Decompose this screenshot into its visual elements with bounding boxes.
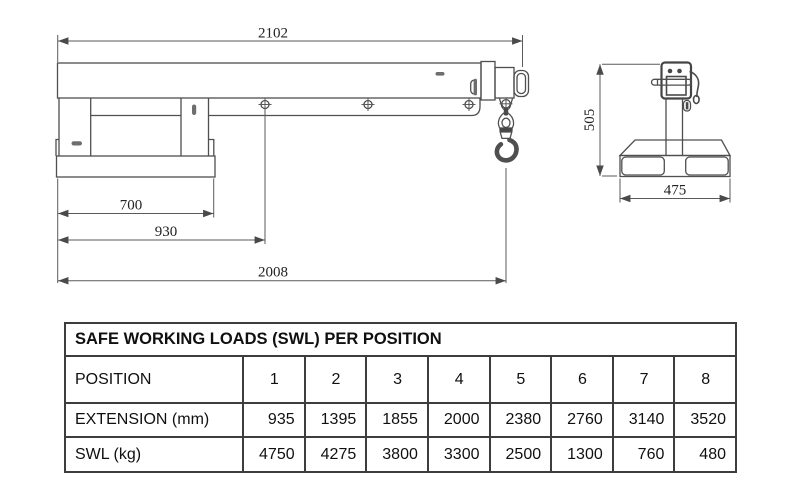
dim-label-2008: 2008 xyxy=(258,265,288,281)
table-row-extension: EXTENSION (mm) 935 1395 1855 2000 2380 2… xyxy=(64,402,737,438)
dim-label-2102: 2102 xyxy=(258,26,288,42)
safety-clip xyxy=(682,99,692,112)
fork-mount-frame xyxy=(55,98,216,178)
row-label: EXTENSION (mm) xyxy=(64,402,244,438)
dimension-overall-length: 2102 xyxy=(57,26,523,67)
position-cell: 6 xyxy=(550,355,614,404)
swl-cell: 3300 xyxy=(426,436,491,473)
position-hole xyxy=(258,98,272,111)
table-title-row: SAFE WORKING LOADS (SWL) PER POSITION xyxy=(64,322,737,357)
extension-cell: 1395 xyxy=(303,402,368,438)
position-cell: 3 xyxy=(365,355,429,404)
table-row-position: POSITION 1 2 3 4 5 6 7 8 xyxy=(64,355,737,404)
position-cell: 8 xyxy=(673,355,737,404)
position-cell: 1 xyxy=(242,355,306,404)
boom-body xyxy=(56,62,482,99)
release-lever xyxy=(689,70,700,98)
extension-cell: 935 xyxy=(242,402,306,438)
hook-mechanism xyxy=(650,61,700,112)
row-label: SWL (kg) xyxy=(64,436,244,473)
base-plate xyxy=(55,155,216,178)
side-view-drawing: 2102 700 930 2008 xyxy=(55,26,530,285)
swl-cell: 480 xyxy=(673,436,737,473)
support-column xyxy=(665,98,684,140)
row-label: POSITION xyxy=(64,355,244,404)
extension-cell: 3140 xyxy=(611,402,676,438)
dimension-fork-pocket-width: 700 xyxy=(58,178,215,218)
position-cell: 5 xyxy=(488,355,553,404)
dimension-height: 505 xyxy=(582,63,660,177)
extension-cell: 1855 xyxy=(365,402,429,438)
position-cell: 4 xyxy=(426,355,491,404)
technical-drawing: 2102 700 930 2008 xyxy=(55,26,732,285)
extension-cell: 2380 xyxy=(488,402,553,438)
dim-label-505: 505 xyxy=(582,109,598,132)
boom-slot xyxy=(435,72,445,76)
extension-cell: 2760 xyxy=(550,402,614,438)
fork-pocket-base xyxy=(618,139,732,178)
position-cell: 2 xyxy=(303,355,368,404)
position-hole xyxy=(462,98,476,111)
dimension-first-position: 930 xyxy=(58,111,266,244)
position-holes xyxy=(258,98,476,111)
swl-cell: 1300 xyxy=(550,436,614,473)
table-row-swl: SWL (kg) 4750 4275 3800 3300 2500 1300 7… xyxy=(64,436,737,473)
boom-lower-rail xyxy=(208,98,481,117)
end-view-drawing: 505 475 xyxy=(582,61,732,203)
table-title: SAFE WORKING LOADS (SWL) PER POSITION xyxy=(64,322,737,357)
dim-label-930: 930 xyxy=(155,224,178,240)
dim-label-700: 700 xyxy=(120,198,143,214)
tow-shackle xyxy=(513,69,530,98)
dimension-hook-reach: 2008 xyxy=(58,265,506,285)
swl-cell: 2500 xyxy=(488,436,553,473)
fork-pocket-left xyxy=(621,156,665,176)
boom-head xyxy=(494,66,515,99)
swl-cell: 4275 xyxy=(303,436,368,473)
position-hole xyxy=(361,98,375,111)
extension-cell: 3520 xyxy=(673,402,737,438)
boom-collar xyxy=(480,60,496,101)
swl-cell: 3800 xyxy=(365,436,429,473)
extension-cell: 2000 xyxy=(426,402,491,438)
fork-pocket-right xyxy=(685,156,729,176)
dimension-base-width: 475 xyxy=(619,178,731,203)
position-cell: 7 xyxy=(611,355,676,404)
dim-label-475: 475 xyxy=(664,183,687,199)
linch-pin-clip xyxy=(470,78,477,96)
swl-cell: 4750 xyxy=(242,436,306,473)
swl-table: SAFE WORKING LOADS (SWL) PER POSITION PO… xyxy=(64,322,737,473)
swl-cell: 760 xyxy=(611,436,676,473)
swivel-hook xyxy=(494,108,519,163)
